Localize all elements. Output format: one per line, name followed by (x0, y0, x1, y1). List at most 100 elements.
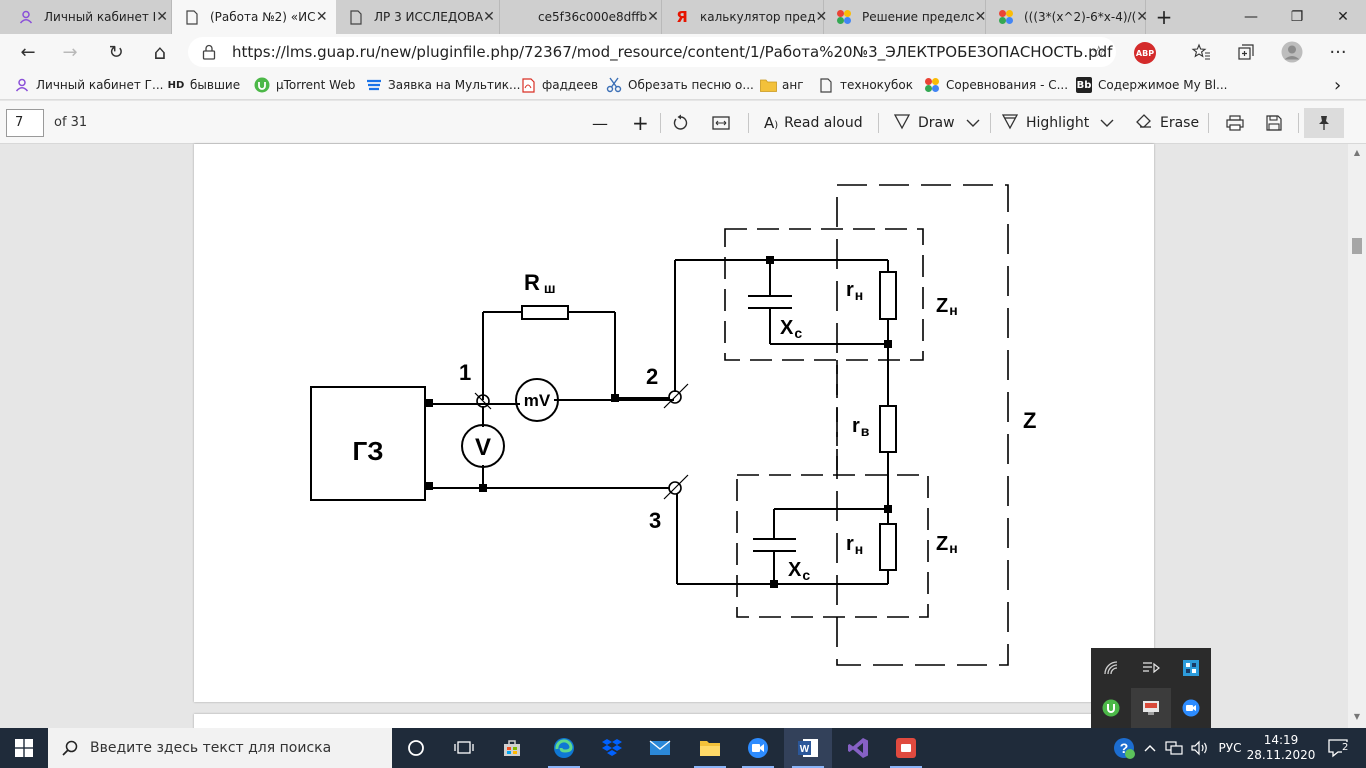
word-app-icon[interactable]: W (784, 728, 832, 768)
tab-limit-calculator[interactable]: Я калькулятор пред ✕ (662, 0, 827, 34)
zoom-in-button[interactable]: + (632, 111, 649, 135)
microsoft-store-icon[interactable] (488, 728, 536, 768)
scroll-down-arrow-icon[interactable]: ▼ (1353, 712, 1361, 721)
bookmark-item[interactable]: технокубок (818, 75, 913, 95)
task-view-icon[interactable] (440, 728, 488, 768)
tab-personal-cabinet[interactable]: Личный кабинет I ✕ (6, 0, 172, 34)
tab-work-2[interactable]: (Работа №2) «ИС ✕ (172, 0, 336, 34)
utorrent-tray-icon[interactable] (1091, 688, 1131, 728)
scroll-up-arrow-icon[interactable]: ▲ (1353, 148, 1361, 157)
taskbar-search-input[interactable]: Введите здесь текст для поиска (48, 728, 392, 768)
wifi-sync-icon[interactable] (1091, 648, 1131, 688)
clock-date: 28.11.2020 (1246, 748, 1316, 762)
tab-title: ce5f36c000e8dffb (538, 10, 648, 24)
close-window-button[interactable]: ✕ (1337, 9, 1349, 25)
tab-hash-file[interactable]: ce5f36c000e8dffb ✕ (500, 0, 662, 34)
bookmark-item[interactable]: Соревнования - С... (924, 75, 1068, 95)
forward-button[interactable]: → (62, 41, 78, 63)
refresh-button[interactable]: ↻ (108, 41, 124, 63)
load-impedance-top-label: Zн (936, 295, 958, 318)
hd-icon: HD (167, 79, 185, 91)
page-number-input[interactable]: 7 (6, 109, 44, 137)
erase-label: Erase (1160, 115, 1200, 131)
close-icon[interactable]: ✕ (156, 9, 168, 25)
minimize-button[interactable]: — (1244, 9, 1258, 25)
tab-limit-solution[interactable]: Решение пределс ✕ (824, 0, 986, 34)
svg-text:?: ? (1120, 740, 1129, 756)
tab-title: (((3*(x^2)-6*x-4)/( (1024, 10, 1137, 24)
grid-app-icon[interactable] (1171, 648, 1211, 688)
search-placeholder: Введите здесь текст для поиска (90, 740, 332, 756)
screen-recorder-icon[interactable] (882, 728, 930, 768)
volume-icon[interactable] (1188, 728, 1212, 768)
adblock-icon[interactable]: ABP (1134, 42, 1156, 64)
close-icon[interactable]: ✕ (647, 9, 659, 25)
zoom-out-button[interactable]: — (592, 113, 608, 133)
rotate-icon[interactable] (672, 110, 690, 136)
bookmark-item[interactable]: Обрезать песню о... (606, 75, 754, 95)
save-icon[interactable] (1266, 110, 1282, 136)
print-icon[interactable] (1226, 110, 1244, 136)
mail-icon[interactable] (636, 728, 684, 768)
help-question-icon[interactable]: ? (1108, 728, 1140, 768)
bookmark-item[interactable]: Заявка на Мультик... (366, 75, 520, 95)
search-icon (62, 740, 78, 756)
favorite-star-icon[interactable]: ☆ (1091, 42, 1106, 61)
lock-icon[interactable] (202, 44, 218, 60)
file-explorer-icon[interactable] (686, 728, 734, 768)
fit-page-icon[interactable] (712, 110, 730, 136)
action-center-button[interactable]: 2 (1318, 728, 1358, 768)
bookmark-item[interactable]: Bb Содержимое My Bl... (1076, 75, 1228, 95)
back-button[interactable]: ← (20, 41, 36, 63)
favorites-icon[interactable] (1186, 36, 1218, 68)
settings-menu-button[interactable]: ··· (1329, 41, 1347, 63)
tab-lab-3[interactable]: ЛР 3 ИССЛЕДОВА ✕ (336, 0, 500, 34)
bookmark-item[interactable]: HD бывшие (168, 75, 240, 95)
bookmark-item[interactable]: фаддеев (520, 75, 598, 95)
bb-icon: Bb (1076, 77, 1092, 93)
bookmark-item[interactable]: анг (759, 75, 804, 95)
collections-icon[interactable] (1230, 36, 1262, 68)
dropbox-icon[interactable] (588, 728, 636, 768)
clock[interactable]: 14:19 28.11.2020 (1247, 728, 1316, 768)
erase-button[interactable]: Erase (1136, 110, 1199, 136)
edge-browser-icon[interactable] (540, 728, 588, 768)
yandex-icon: Я (676, 8, 688, 26)
draw-options-chevron-down-icon[interactable] (966, 110, 980, 136)
input-language-indicator[interactable]: РУС (1218, 741, 1242, 755)
pin-toolbar-icon[interactable] (1304, 108, 1344, 138)
visual-studio-icon[interactable] (834, 728, 882, 768)
bookmarks-overflow-button[interactable]: › (1334, 74, 1342, 96)
tab-expression[interactable]: (((3*(x^2)-6*x-4)/( ✕ (986, 0, 1149, 34)
close-icon[interactable]: ✕ (974, 9, 987, 25)
generator-label: ГЗ (352, 436, 383, 466)
bookmark-item[interactable]: µTorrent Web (254, 75, 355, 95)
colorful-icon (924, 77, 940, 93)
highlight-button[interactable]: Highlight (1001, 110, 1089, 136)
close-icon[interactable]: ✕ (815, 9, 828, 25)
show-hidden-icons-chevron-up-icon[interactable] (1140, 728, 1160, 768)
profile-avatar-icon[interactable] (1276, 36, 1308, 68)
vertical-scrollbar[interactable]: ▲ ▼ (1348, 144, 1366, 728)
bookmark-item[interactable]: Личный кабинет Г... (14, 75, 163, 95)
zoom-app-icon[interactable] (734, 728, 782, 768)
display-app-icon[interactable] (1131, 688, 1171, 728)
media-cast-icon[interactable] (1131, 648, 1171, 688)
zoom-tray-icon[interactable] (1171, 688, 1211, 728)
read-aloud-button[interactable]: A) Read aloud (764, 110, 863, 136)
highlight-options-chevron-down-icon[interactable] (1100, 110, 1114, 136)
new-tab-button[interactable]: + (1155, 5, 1173, 29)
start-button[interactable] (0, 728, 48, 768)
draw-button[interactable]: Draw (893, 110, 955, 136)
url-bar[interactable]: https://lms.guap.ru/new/pluginfile.php/7… (188, 37, 1116, 67)
close-icon[interactable]: ✕ (1136, 9, 1149, 25)
network-icon[interactable] (1162, 728, 1186, 768)
restore-button[interactable]: ❐ (1290, 9, 1304, 25)
cortana-icon[interactable] (392, 728, 440, 768)
scrollbar-thumb[interactable] (1352, 238, 1362, 254)
bookmark-label: Личный кабинет Г... (36, 78, 164, 92)
close-icon[interactable]: ✕ (483, 9, 495, 25)
home-button[interactable]: ⌂ (153, 40, 167, 64)
close-icon[interactable]: ✕ (315, 9, 328, 25)
